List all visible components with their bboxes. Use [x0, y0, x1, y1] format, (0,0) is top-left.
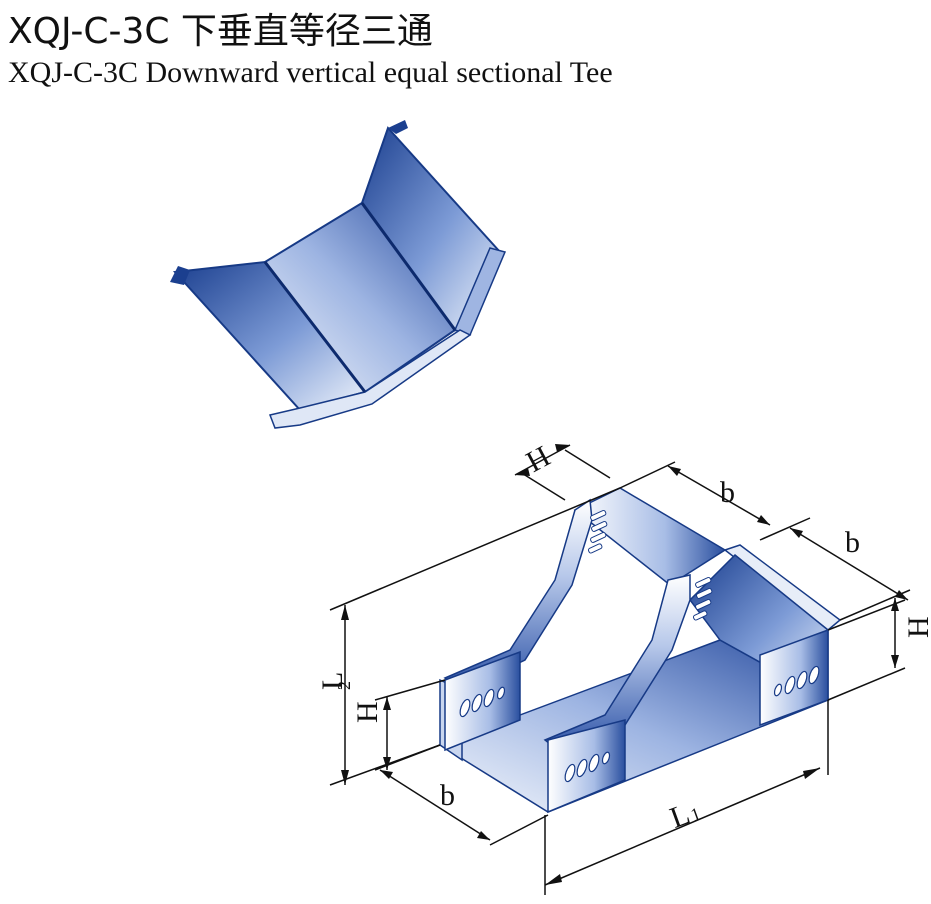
dim-label-b-right: b	[845, 526, 860, 559]
dim-label-b-bottom: b	[440, 779, 455, 812]
slot-holes-left	[459, 686, 506, 718]
dimension-drawing: H b b H L 2 H b L 1	[316, 440, 931, 895]
dimension-arrows	[341, 444, 908, 885]
title-chinese: XQJ-C-3C 下垂直等径三通	[8, 11, 433, 52]
dim-label-h-left: H	[351, 701, 384, 723]
product-illustration	[170, 120, 507, 429]
dim-label-b-top: b	[720, 476, 735, 509]
dim-label-h-right: H	[902, 616, 931, 638]
dim-label-l1: L	[666, 798, 695, 835]
dimension-lines	[329, 444, 911, 895]
slot-holes-right	[773, 665, 820, 697]
trough-crease-left	[263, 261, 367, 393]
trough-rim-bottom	[268, 329, 472, 429]
slot-holes-front	[564, 751, 611, 783]
slot-holes-riser-right	[692, 576, 713, 621]
dim-label-l2-sub: 2	[334, 681, 354, 690]
title-english: XQJ-C-3C Downward vertical equal section…	[8, 56, 613, 89]
trough-crease-right	[360, 202, 457, 331]
tee-left-end-wall	[444, 650, 521, 752]
slot-holes-riser-left	[587, 509, 608, 554]
trough-flange-left	[170, 266, 190, 285]
dim-label-l2: L	[316, 672, 349, 690]
trough-flange-top	[388, 120, 408, 134]
